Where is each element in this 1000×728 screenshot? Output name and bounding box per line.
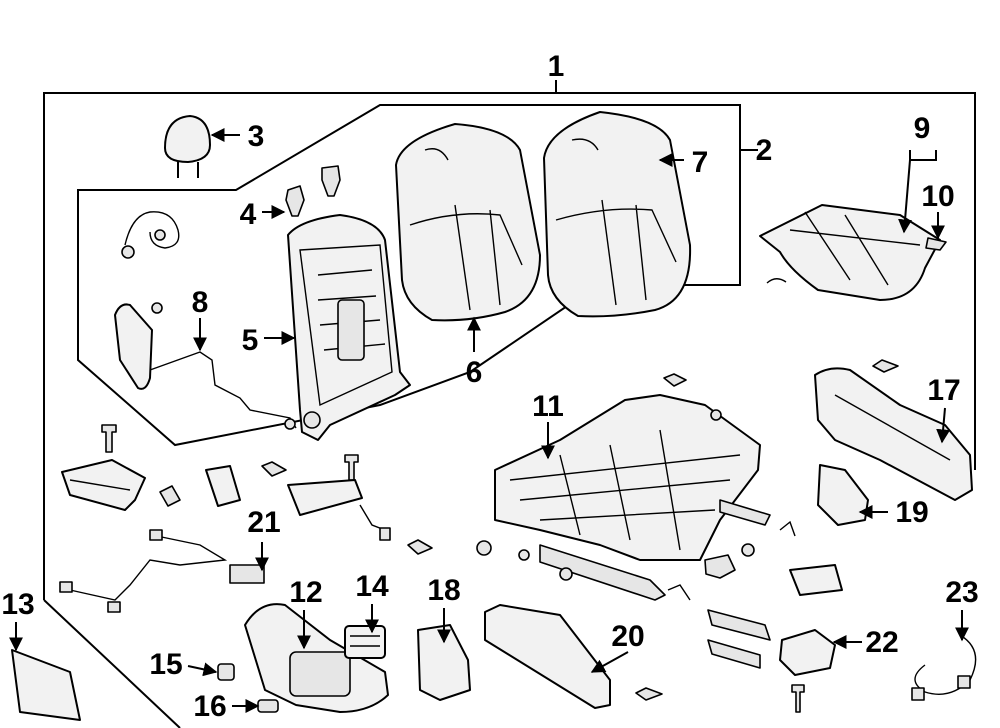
power-seat-switch[interactable] bbox=[344, 625, 386, 659]
headrest[interactable] bbox=[164, 115, 211, 178]
rail-covers[interactable] bbox=[61, 459, 391, 541]
side-shield[interactable] bbox=[244, 603, 389, 713]
seatback-pad[interactable] bbox=[395, 123, 541, 322]
seat-track-frame[interactable] bbox=[494, 394, 771, 601]
callout-22: 22 bbox=[865, 626, 898, 659]
hardware-bolts[interactable] bbox=[101, 359, 899, 713]
callout-21: 21 bbox=[247, 506, 280, 539]
leader-lines bbox=[9, 128, 969, 713]
callout-1: 1 bbox=[548, 50, 565, 83]
seat-wiring[interactable] bbox=[59, 529, 265, 613]
callout-4: 4 bbox=[240, 198, 257, 231]
callout-8: 8 bbox=[192, 286, 209, 319]
callout-5: 5 bbox=[242, 324, 259, 357]
callout-11: 11 bbox=[532, 390, 564, 423]
seat-control-module[interactable] bbox=[779, 629, 836, 676]
callout-15: 15 bbox=[149, 648, 182, 681]
outer-assembly-frame bbox=[43, 80, 976, 728]
callout-7: 7 bbox=[692, 146, 709, 179]
callout-14: 14 bbox=[355, 570, 389, 603]
headrest-guides[interactable] bbox=[285, 165, 341, 217]
cushion-wire-harness[interactable] bbox=[911, 634, 977, 701]
callout-23: 23 bbox=[945, 576, 978, 609]
callout-labels: 1 2 3 4 5 6 7 8 9 10 11 12 13 14 15 16 1… bbox=[1, 50, 978, 723]
recliner-bracket[interactable] bbox=[417, 624, 471, 701]
misc-clips[interactable] bbox=[667, 520, 843, 669]
callout-16: 16 bbox=[193, 690, 226, 723]
back-wire-harness[interactable] bbox=[121, 211, 180, 259]
seat-cushion[interactable] bbox=[759, 204, 947, 301]
callout-12: 12 bbox=[289, 576, 322, 609]
rail-cover-long[interactable] bbox=[484, 604, 611, 709]
callout-9: 9 bbox=[914, 112, 931, 145]
seatback-cover[interactable] bbox=[543, 111, 692, 318]
seatback-frame[interactable] bbox=[287, 214, 411, 441]
callout-6: 6 bbox=[466, 356, 483, 389]
callout-13: 13 bbox=[1, 588, 34, 621]
callout-17: 17 bbox=[927, 374, 960, 407]
callout-3: 3 bbox=[248, 120, 265, 153]
side-airbag[interactable] bbox=[114, 302, 297, 430]
callout-10: 10 bbox=[921, 180, 954, 213]
callout-2: 2 bbox=[756, 134, 773, 167]
outer-side-panel[interactable] bbox=[814, 367, 973, 501]
side-bracket[interactable] bbox=[817, 464, 869, 526]
callout-18: 18 bbox=[427, 574, 460, 607]
callout-19: 19 bbox=[895, 496, 928, 529]
side-cover[interactable] bbox=[11, 649, 81, 721]
callout-20: 20 bbox=[611, 620, 644, 653]
